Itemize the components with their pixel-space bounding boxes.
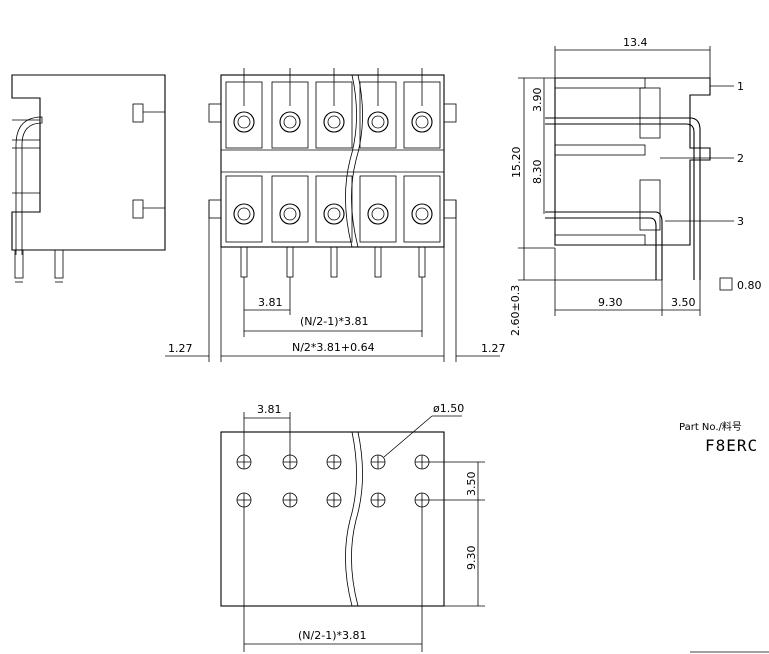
front-view [165,68,500,362]
dim-overall-front: N/2*3.81+0.64 [292,341,375,354]
dim-row-gap: 8.30 [531,160,544,185]
dim-span-front: (N/2-1)*3.81 [300,315,368,328]
part-number-label: Part No./料号 [679,422,742,433]
dim-row-gap-top: 3.90 [531,88,544,113]
dim-depth: 13.4 [623,36,648,49]
dim-pcb-pin-offset: 9.30 [465,546,478,571]
pcb-holes [236,454,430,508]
front-cavities-lower [225,175,441,243]
dim-standoff: 2.60±0.3 [509,285,522,336]
callout-1: 1 [737,80,744,93]
dim-hole-diameter: ø1.50 [433,402,464,415]
dim-pin-to-pcb: 9.30 [598,296,623,309]
dim-pitch: 3.81 [258,296,283,309]
part-number-value: F8ERC [705,436,759,455]
front-pins [240,246,426,278]
dim-offset-left: 1.27 [168,342,193,355]
dim-pcb-row-spacing: 3.50 [465,472,478,497]
dim-height: 15.20 [510,147,523,179]
dim-pin-size: 0.80 [737,279,762,292]
pcb-layout [220,412,485,652]
callout-3: 3 [737,215,744,228]
callout-2: 2 [737,152,744,165]
dim-pitch-pcb: 3.81 [257,403,282,416]
front-cavities-upper [225,68,441,149]
section-view [518,46,734,316]
dim-offset-right: 1.27 [481,342,506,355]
dim-pin-row-spacing: 3.50 [671,296,696,309]
side-view-left [11,74,166,283]
dim-span-pcb: (N/2-1)*3.81 [298,629,366,642]
